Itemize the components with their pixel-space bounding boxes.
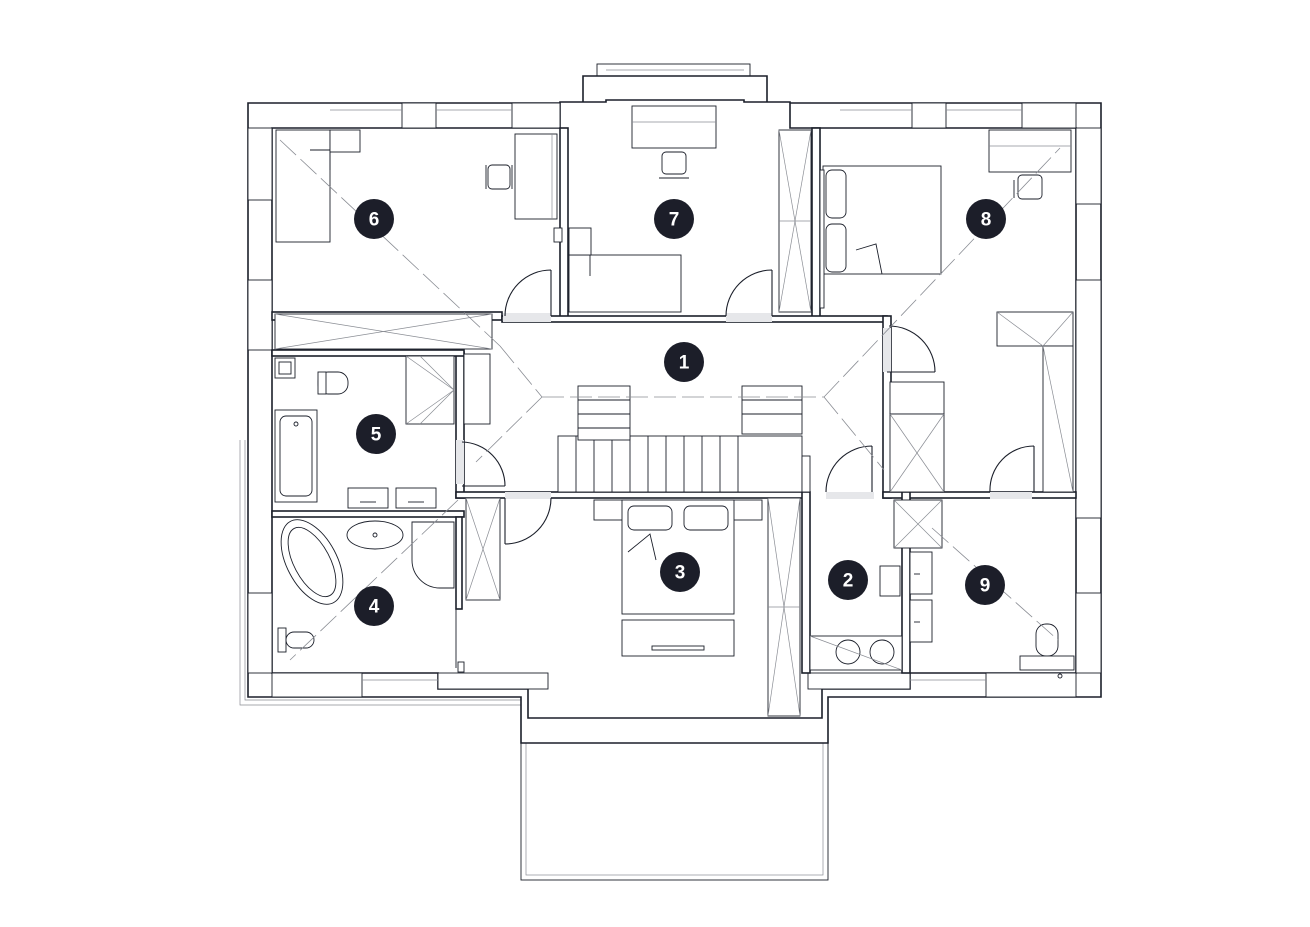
- room-2-furniture: [809, 565, 903, 671]
- room-7-furniture: [553, 105, 812, 313]
- room-marker-5: 5: [356, 414, 396, 454]
- staircase: [557, 385, 811, 493]
- room-9-furniture: [893, 499, 1075, 679]
- room-marker-3: 3: [660, 552, 700, 592]
- svg-text:9: 9: [980, 576, 991, 597]
- room-marker-6: 6: [354, 199, 394, 239]
- room-marker-7: 7: [654, 199, 694, 239]
- room-marker-8: 8: [966, 199, 1006, 239]
- room-marker-1: 1: [664, 342, 704, 382]
- room-marker-2: 2: [828, 560, 868, 600]
- room-6-furniture: [274, 129, 558, 350]
- room-marker-9: 9: [965, 565, 1005, 605]
- svg-text:5: 5: [371, 425, 382, 446]
- outer-plinth: [239, 440, 521, 706]
- room-8-furniture: [819, 129, 1074, 493]
- svg-text:6: 6: [369, 210, 380, 231]
- doors: [461, 269, 1035, 545]
- svg-text:1: 1: [679, 353, 690, 374]
- svg-text:4: 4: [369, 597, 380, 618]
- hall-closets: [889, 381, 945, 493]
- svg-text:7: 7: [669, 210, 680, 231]
- door-openings: [456, 313, 1032, 499]
- svg-text:8: 8: [981, 210, 992, 231]
- windows: [247, 102, 1102, 698]
- room-5-furniture: [274, 353, 491, 509]
- balcony: [520, 734, 829, 881]
- room-marker-4: 4: [354, 586, 394, 626]
- svg-text:3: 3: [675, 563, 686, 584]
- room-3-furniture: [593, 497, 801, 717]
- svg-text:2: 2: [843, 571, 854, 592]
